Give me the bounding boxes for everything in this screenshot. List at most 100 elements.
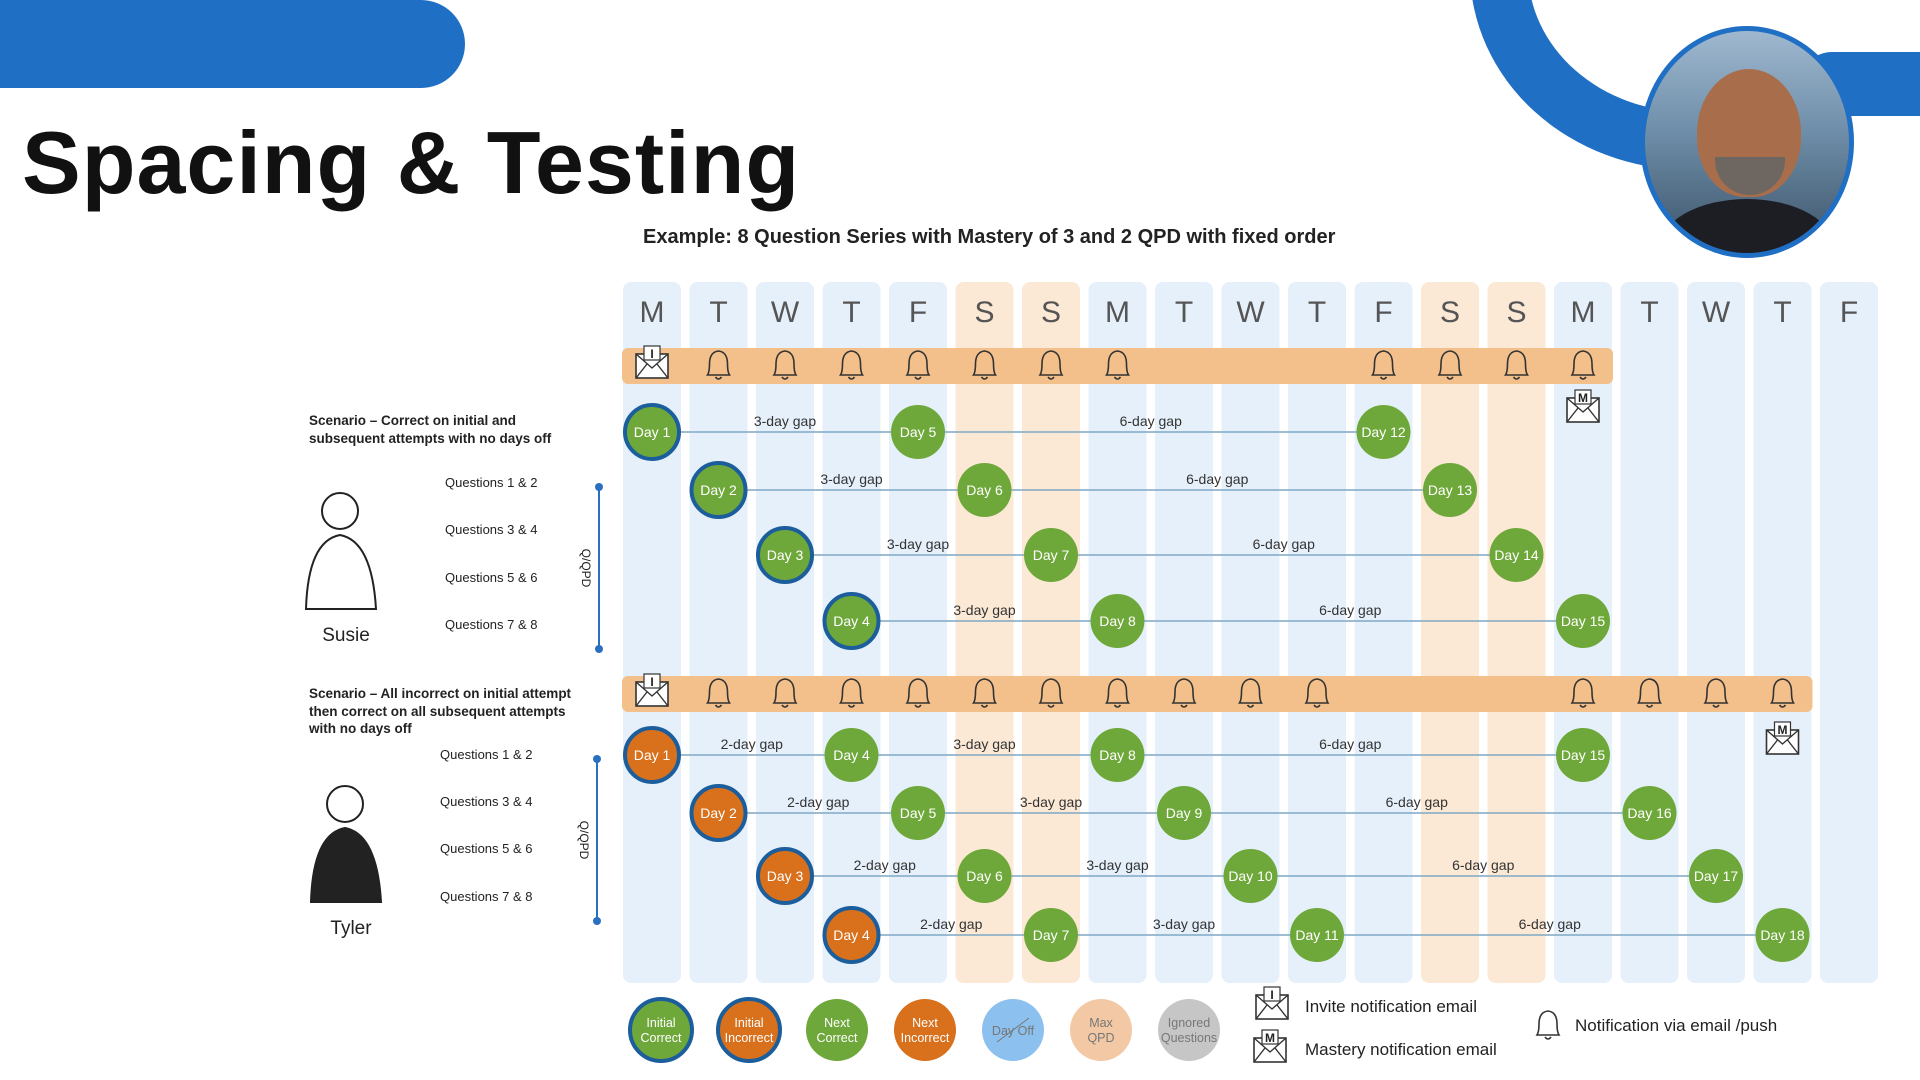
gap-label: 3-day gap: [887, 536, 949, 552]
mastery-envelope-icon-letter: M: [1578, 391, 1588, 405]
legend-label: Incorrect: [725, 1031, 774, 1045]
day-column: [1820, 282, 1878, 983]
legend-invite-envelope-icon-letter: I: [1270, 988, 1273, 1002]
day-header: S: [1440, 296, 1460, 329]
day-column: [1022, 282, 1080, 983]
day-node-label: Day 13: [1428, 482, 1473, 498]
qpd-axis-label: Q/QPD: [577, 821, 591, 860]
day-column: [1754, 282, 1812, 983]
day-node-label: Day 8: [1099, 613, 1136, 629]
gap-label: 3-day gap: [820, 471, 882, 487]
legend-label: Next: [912, 1016, 938, 1030]
question-label: Questions 5 & 6: [440, 841, 533, 856]
mastery-envelope-icon-letter: M: [1778, 723, 1788, 737]
day-column: [1488, 282, 1546, 983]
gap-label: 2-day gap: [920, 916, 982, 932]
day-header: S: [1506, 296, 1526, 329]
gap-label: 6-day gap: [1452, 857, 1514, 873]
notification-bar: [622, 676, 1813, 712]
day-header: S: [1041, 296, 1061, 329]
invite-envelope-icon-letter: I: [650, 347, 653, 361]
day-header: M: [1105, 296, 1130, 329]
legend-label: Day Off: [992, 1024, 1035, 1038]
scenario-label: Scenario – Correct on initial and: [309, 413, 516, 428]
legend-label: QPD: [1087, 1031, 1114, 1045]
gap-label: 3-day gap: [1020, 794, 1082, 810]
legend-notification-bell-icon: [1537, 1011, 1559, 1039]
day-header: M: [640, 296, 665, 329]
day-header: M: [1571, 296, 1596, 329]
person-illustration-icon: [322, 493, 358, 529]
gap-label: 6-day gap: [1319, 736, 1381, 752]
legend-label: Questions: [1161, 1031, 1217, 1045]
legend-invite-label: Invite notification email: [1305, 997, 1477, 1016]
legend-notification-label: Notification via email /push: [1575, 1016, 1777, 1035]
gap-label: 2-day gap: [787, 794, 849, 810]
gap-label: 2-day gap: [721, 736, 783, 752]
day-column: [1621, 282, 1679, 983]
day-node-label: Day 3: [767, 868, 804, 884]
day-node-label: Day 9: [1166, 805, 1203, 821]
day-column: [623, 282, 681, 983]
day-node-label: Day 12: [1361, 424, 1406, 440]
legend-label: Initial: [646, 1016, 675, 1030]
day-column: [1155, 282, 1213, 983]
day-node-label: Day 15: [1561, 613, 1606, 629]
question-label: Questions 3 & 4: [440, 794, 533, 809]
gap-label: 6-day gap: [1120, 413, 1182, 429]
legend-label: Incorrect: [901, 1031, 950, 1045]
person-body-icon: [311, 828, 381, 902]
qpd-bracket-end: [595, 483, 603, 491]
person-body-icon: [306, 535, 376, 609]
legend-swatch-next-incorrect: [894, 999, 956, 1061]
day-node-label: Day 16: [1627, 805, 1672, 821]
day-node-label: Day 14: [1494, 547, 1539, 563]
day-node-label: Day 4: [833, 747, 870, 763]
legend-swatch-max-qpd: [1070, 999, 1132, 1061]
day-header: S: [974, 296, 994, 329]
legend-label: Correct: [641, 1031, 683, 1045]
person-name: Tyler: [330, 918, 372, 939]
person-name: Susie: [322, 625, 370, 646]
day-header: W: [771, 296, 800, 329]
legend-label: Next: [824, 1016, 850, 1030]
gap-label: 2-day gap: [854, 857, 916, 873]
day-node-label: Day 3: [767, 547, 804, 563]
day-node-label: Day 4: [833, 927, 870, 943]
qpd-bracket-end: [595, 645, 603, 653]
legend-swatch-next-correct: [806, 999, 868, 1061]
day-header: T: [1640, 296, 1658, 329]
gap-label: 3-day gap: [1153, 916, 1215, 932]
legend-swatch-ignored: [1158, 999, 1220, 1061]
gap-label: 3-day gap: [953, 602, 1015, 618]
day-node-label: Day 8: [1099, 747, 1136, 763]
day-header: F: [909, 296, 927, 329]
person-illustration-icon: [327, 786, 363, 822]
day-column: [1288, 282, 1346, 983]
gap-label: 3-day gap: [953, 736, 1015, 752]
qpd-bracket-end: [593, 917, 601, 925]
scenario-label: then correct on all subsequent attempts: [309, 704, 566, 719]
question-label: Questions 5 & 6: [445, 570, 538, 585]
gap-label: 6-day gap: [1386, 794, 1448, 810]
legend-swatch-initial-incorrect: [718, 999, 780, 1061]
day-header: W: [1702, 296, 1731, 329]
day-node-label: Day 6: [966, 482, 1003, 498]
day-header: T: [709, 296, 727, 329]
gap-label: 6-day gap: [1319, 602, 1381, 618]
day-column: [889, 282, 947, 983]
question-label: Questions 7 & 8: [440, 889, 533, 904]
legend-label: Correct: [817, 1031, 859, 1045]
day-header: T: [1308, 296, 1326, 329]
legend-label: Max: [1089, 1016, 1113, 1030]
day-header: T: [1175, 296, 1193, 329]
legend-mastery-envelope-icon-letter: M: [1265, 1031, 1275, 1045]
day-node-label: Day 5: [900, 805, 937, 821]
day-column: [1421, 282, 1479, 983]
day-node-label: Day 6: [966, 868, 1003, 884]
scenario-label: with no days off: [308, 721, 412, 736]
day-node-label: Day 17: [1694, 868, 1739, 884]
day-node-label: Day 2: [700, 805, 737, 821]
scenario-label: Scenario – All incorrect on initial atte…: [309, 686, 572, 701]
